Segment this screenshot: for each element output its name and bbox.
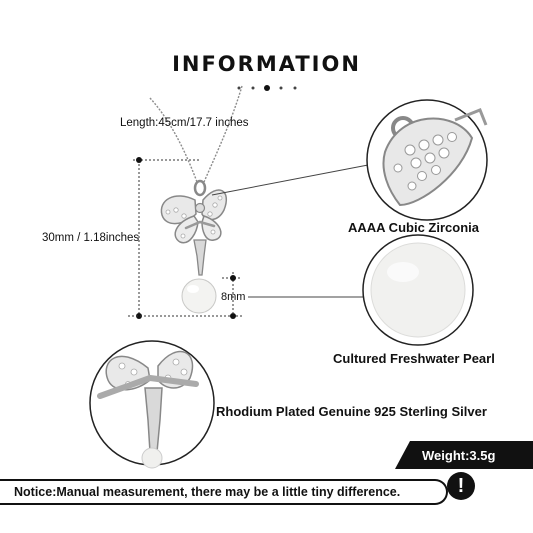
pearl-graphic (181, 278, 217, 314)
notice-text: Notice:Manual measurement, there may be … (14, 485, 401, 499)
sterling-silver-label: Rhodium Plated Genuine 925 Sterling Silv… (216, 404, 487, 419)
weight-label: Weight:3.5g (422, 448, 496, 463)
notice-box (0, 479, 448, 505)
exclamation-glyph: ! (457, 475, 465, 497)
fairy-pendant-graphic (160, 189, 227, 276)
weight-banner (395, 441, 533, 469)
pearl-width-measure-line (128, 272, 244, 319)
height-measure-line (133, 157, 200, 319)
exclamation-icon (447, 472, 475, 500)
pearl-label: Cultured Freshwater Pearl (333, 351, 495, 366)
sterling-silver-detail-circle (89, 340, 215, 469)
page-title: INFORMATION (172, 52, 361, 76)
pearl-detail-circle (362, 234, 474, 346)
pearl-size-label: 8mm (221, 291, 246, 303)
chain-graphic (149, 85, 243, 183)
pendant-height-label: 30mm / 1.18inches (42, 232, 140, 244)
title-dots-divider (237, 85, 297, 91)
zirconia-detail-circle (366, 99, 488, 221)
chain-length-label: Length:45cm/17.7 inches (120, 117, 249, 129)
zirconia-label: AAAA Cubic Zirconia (348, 220, 479, 235)
